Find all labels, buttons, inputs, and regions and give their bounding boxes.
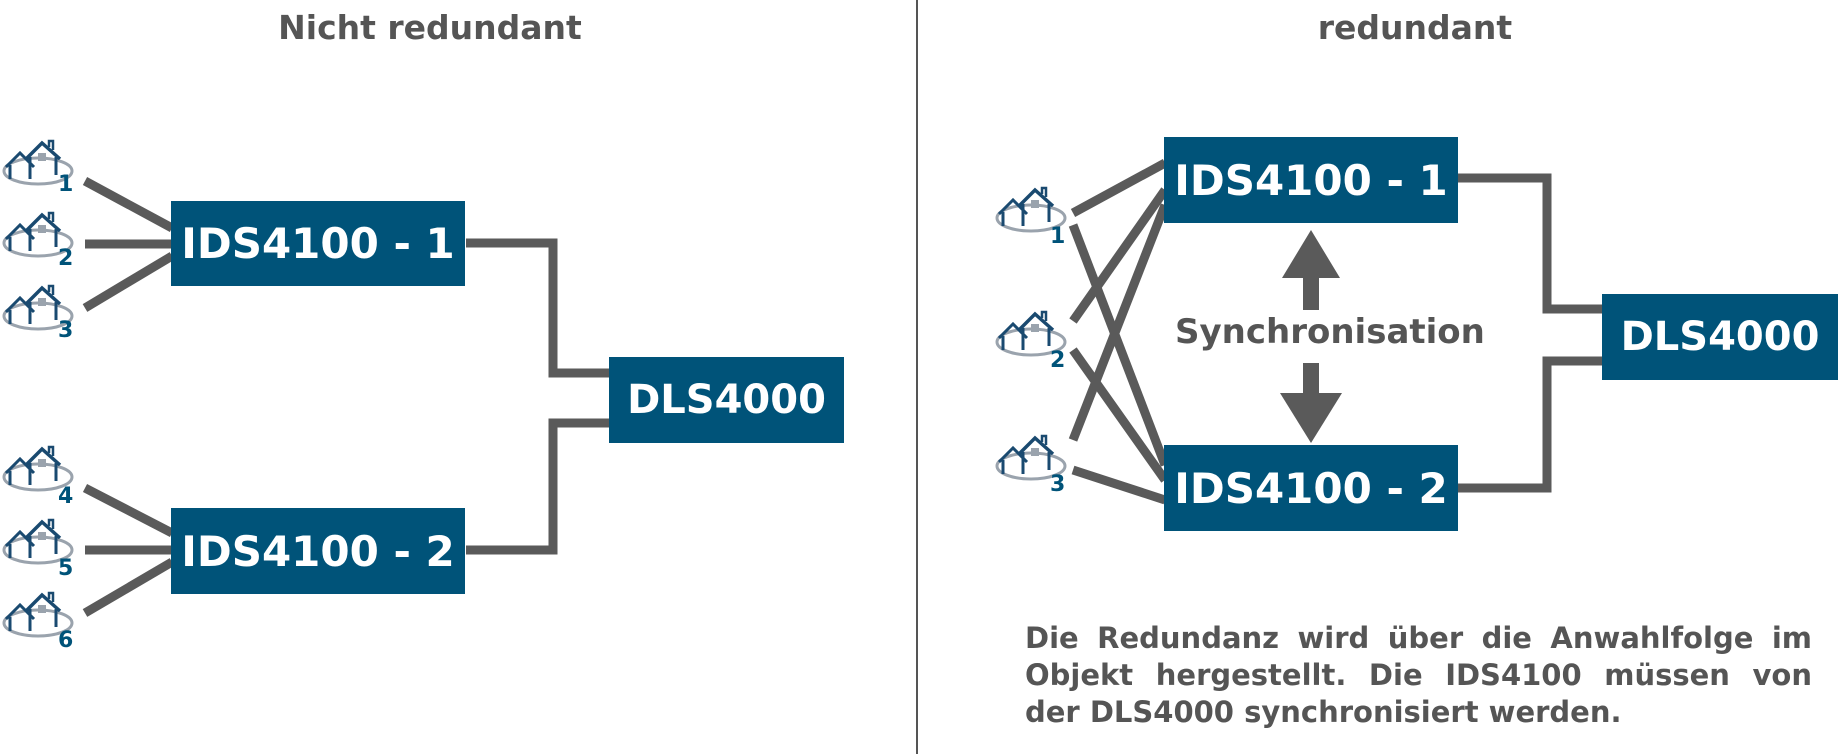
redundancy-note: Die Redundanz wird über die Anwahlfolge … (1025, 621, 1812, 729)
sync-label: Synchronisation (1175, 312, 1485, 352)
link-r2-ids2 (1069, 347, 1169, 483)
arrow-down-icon (1280, 393, 1342, 443)
left-dls4000-label: DLS4000 (627, 377, 826, 423)
link-r1-ids1 (1070, 159, 1168, 217)
right-ids4100-2-label: IDS4100 - 2 (1174, 463, 1448, 513)
link-b1-ids1 (82, 177, 175, 232)
right-ids4100-1-label: IDS4100 - 1 (1174, 155, 1448, 205)
building-number: 3 (58, 318, 74, 343)
link-r1-ids2 (1068, 223, 1170, 467)
right-ids4100-2-box: IDS4100 - 2 (1164, 445, 1458, 531)
left-dls4000-box: DLS4000 (609, 357, 844, 443)
building-number: 2 (58, 246, 74, 271)
link-b4-ids2 (82, 484, 175, 537)
link-ids2-dls-left (466, 418, 610, 555)
link-ids1-dls-left (466, 238, 610, 378)
building-number: 2 (1050, 348, 1066, 373)
link-b6-ids2 (82, 558, 175, 617)
right-dls4000-box: DLS4000 (1602, 294, 1838, 380)
left-ids4100-1-box: IDS4100 - 1 (171, 201, 465, 286)
building-number: 4 (58, 484, 74, 509)
right-title: redundant (1317, 8, 1513, 47)
link-b3-ids1 (82, 252, 175, 312)
arrow-down-shaft (1303, 363, 1319, 395)
building-number: 5 (58, 556, 74, 581)
link-r3-ids2 (1071, 465, 1167, 505)
link-ids2-dls-right (1458, 356, 1603, 493)
left-ids4100-1-label: IDS4100 - 1 (181, 219, 455, 268)
left-title: Nicht redundant (278, 8, 582, 47)
link-ids1-dls-right (1458, 173, 1603, 314)
left-ids4100-2-label: IDS4100 - 2 (181, 526, 455, 576)
link-r2-ids1 (1069, 187, 1169, 324)
building-number: 1 (1050, 224, 1066, 249)
building-number: 6 (58, 628, 74, 653)
left-ids4100-2-box: IDS4100 - 2 (171, 508, 465, 594)
building-number: 1 (58, 172, 74, 197)
right-ids4100-1-box: IDS4100 - 1 (1164, 137, 1458, 223)
link-r3-ids1 (1068, 203, 1170, 442)
arrow-up-icon (1282, 230, 1340, 278)
building-number: 3 (1050, 472, 1066, 497)
arrow-up-shaft (1303, 276, 1319, 310)
section-divider (916, 0, 918, 754)
right-dls4000-label: DLS4000 (1620, 314, 1820, 360)
